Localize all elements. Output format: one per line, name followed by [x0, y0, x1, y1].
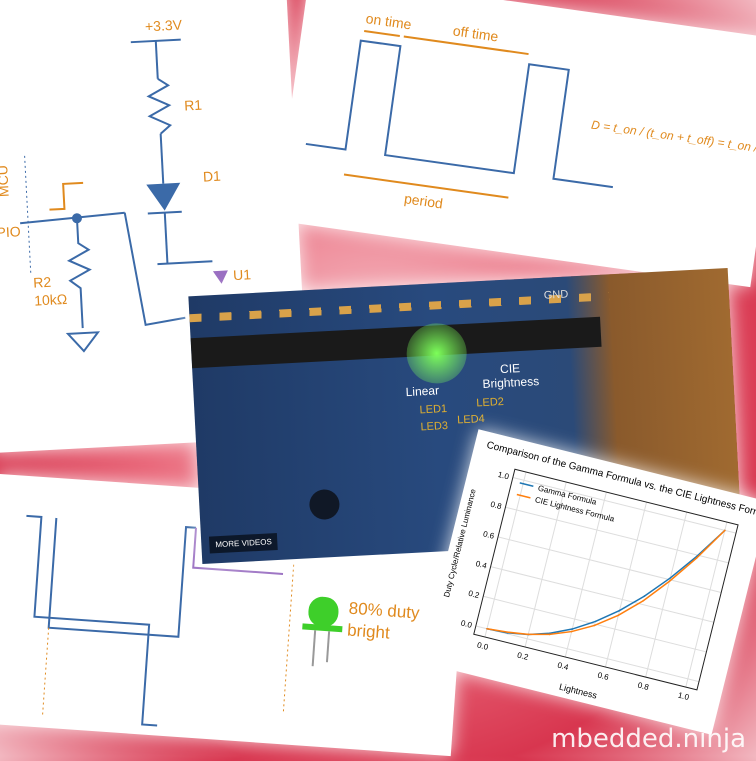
led-driver-schematic: +3.3V R1 D1 U1 MCU GPIO R2 10kΩ [0, 16, 252, 353]
on-time-label: on time [365, 10, 413, 32]
led2-label: LED2 [476, 395, 505, 410]
data-point [527, 633, 530, 636]
period-label: period [403, 190, 444, 211]
x-tick-label: 0.0 [476, 641, 490, 653]
y-gridline [497, 536, 722, 594]
pwm-diagram-card: on time off time period D = t_on / (t_on… [274, 0, 756, 288]
data-point [486, 627, 488, 630]
y-gridline [490, 566, 714, 623]
data-point [594, 620, 597, 623]
x-tick-label: 0.4 [556, 661, 570, 673]
data-point [506, 631, 509, 633]
y-gridline [483, 595, 707, 653]
data-point [695, 557, 698, 559]
data-point [570, 630, 573, 633]
ground-icon [65, 331, 101, 353]
duty-cycle-formula: D = t_on / (t_on + t_off) = t_on / t_per… [590, 118, 756, 162]
duty-caption: 80% duty [348, 599, 421, 623]
y-tick-label: 1.0 [497, 470, 511, 482]
x-gridline [604, 501, 648, 668]
led4-label: LED4 [456, 412, 486, 427]
y-tick-label: 0.6 [482, 529, 496, 541]
circuit-diagram-card: +3.3V R1 D1 U1 MCU GPIO R2 10kΩ [0, 0, 310, 454]
y-gridline [475, 625, 700, 683]
data-point [668, 580, 671, 583]
off-time-label: off time [452, 22, 500, 44]
y-gridline [505, 506, 729, 564]
mcu-label: MCU [0, 165, 12, 198]
y-tick-label: 0.2 [467, 589, 481, 601]
r1-resistor [146, 77, 173, 135]
data-point [669, 577, 672, 579]
led-icon [308, 596, 339, 627]
brightness-caption: bright [347, 621, 391, 643]
watermark: mbedded.ninja [551, 724, 746, 754]
gpio-label: GPIO [0, 223, 21, 241]
data-point [593, 624, 596, 627]
pwm-signal [305, 39, 614, 189]
data-point [724, 529, 726, 532]
data-point [571, 628, 574, 630]
d1-label: D1 [203, 168, 222, 185]
legend-swatch [516, 493, 531, 499]
data-point [618, 609, 621, 612]
duty-cycle-diagram-card: 80% duty bright [0, 473, 469, 757]
data-point [617, 614, 620, 617]
series-line-1 [486, 529, 726, 636]
led3-label: LED3 [420, 419, 449, 434]
cie-brightness-label: CIE Brightness [482, 361, 540, 392]
r2-label: R2 [33, 274, 52, 291]
pwm-waveform: on time off time period D = t_on / (t_on… [305, 10, 756, 212]
u1-label: U1 [233, 266, 252, 283]
led1-label: LED1 [419, 402, 448, 417]
series-line-0 [486, 529, 726, 636]
data-point [548, 633, 551, 636]
plot-frame [473, 468, 739, 691]
data-point [642, 599, 645, 602]
x-tick-label: 0.6 [597, 671, 611, 683]
y-tick-label: 0.0 [460, 618, 474, 630]
data-point [643, 595, 646, 597]
x-tick-label: 0.2 [516, 651, 530, 663]
supply-label: +3.3V [145, 16, 183, 34]
x-gridline [484, 471, 527, 638]
legend-swatch [519, 482, 534, 487]
gnd-label: GND [543, 288, 569, 302]
x-gridline [645, 511, 688, 678]
duty-waveform: 80% duty bright [26, 514, 421, 727]
x-tick-label: 1.0 [677, 691, 691, 703]
r1-label: R1 [184, 97, 203, 114]
linear-label: Linear [405, 383, 440, 400]
x-tick-label: 0.8 [637, 681, 651, 693]
x-axis-label: Lightness [558, 682, 598, 701]
y-tick-label: 0.4 [475, 559, 489, 571]
more-videos-button[interactable]: MORE VIDEOS [208, 532, 279, 554]
diode-icon [146, 182, 181, 211]
r2-value: 10kΩ [34, 291, 68, 309]
y-tick-label: 0.8 [490, 500, 504, 512]
x-gridline [685, 522, 728, 688]
y-gridline [512, 477, 737, 534]
x-gridline [524, 481, 567, 648]
